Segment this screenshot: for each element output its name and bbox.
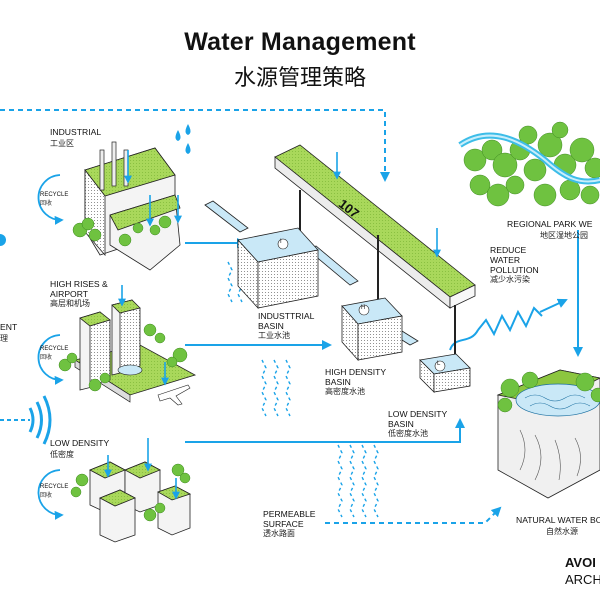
flow-lines bbox=[0, 109, 583, 524]
lowdensity-label-zh: 低密度 bbox=[50, 450, 74, 459]
permeable-to-natural-line bbox=[325, 506, 502, 524]
wifi-signal-icon bbox=[28, 395, 52, 445]
airplane-icon bbox=[157, 384, 191, 406]
industrial-basin-label-zh: 工业水池 bbox=[258, 331, 290, 340]
permeable-label-1: PERMEABLE bbox=[263, 509, 316, 519]
reduce-label-1: REDUCE bbox=[490, 245, 527, 255]
industrial-label: INDUSTRIAL bbox=[50, 127, 102, 137]
reduce-label-zh: 减少水污染 bbox=[490, 275, 530, 284]
natural-water-body bbox=[496, 369, 600, 499]
brand-line-2: ARCHI bbox=[565, 572, 600, 587]
highrise-label-1: HIGH RISES & bbox=[50, 279, 108, 289]
reduce-label-3: POLLUTION bbox=[490, 265, 539, 275]
natural-water-label: NATURAL WATER BO bbox=[516, 515, 600, 525]
left-cut-label-zh: 理 bbox=[0, 334, 8, 343]
industrial-basin bbox=[237, 227, 319, 310]
hd-basin-label-zh: 高密度水池 bbox=[325, 387, 365, 396]
tree-icon bbox=[58, 215, 191, 522]
regional-park-wetland bbox=[458, 121, 600, 207]
page-title-zh: 水源管理策略 bbox=[233, 66, 366, 91]
recycle-label-zh: 回收 bbox=[40, 354, 53, 361]
hd-basin-label-1: HIGH DENSITY bbox=[325, 367, 387, 377]
recycle-label: RECYCLE bbox=[40, 484, 69, 490]
natural-water-label-zh: 自然水源 bbox=[546, 527, 578, 536]
top-dashed-loop bbox=[0, 109, 390, 182]
basin-i-marker: I bbox=[280, 239, 282, 245]
ld-basin-label-2: BASIN bbox=[388, 419, 414, 429]
recycle-label: RECYCLE bbox=[40, 346, 69, 352]
left-edge-drop bbox=[0, 234, 6, 246]
industrial-block bbox=[84, 141, 182, 271]
brand-line-1: AVOI bbox=[565, 555, 596, 570]
basin-l-marker: L bbox=[437, 361, 441, 367]
recycle-label-zh: 回收 bbox=[40, 200, 53, 207]
hd-basin-label-2: BASIN bbox=[325, 377, 351, 387]
reduce-label-2: WATER bbox=[490, 255, 521, 265]
industrial-basin-label-1: INDUSTTRIAL bbox=[258, 311, 315, 321]
highrise-label-zh: 高层和机场 bbox=[50, 299, 90, 308]
ld-basin-label-1: LOW DENSITY bbox=[388, 409, 448, 419]
lowdensity-to-basin-line bbox=[185, 418, 465, 443]
regional-park-label-zh: 地区湿地公园 bbox=[540, 231, 588, 240]
recycle-label-zh: 回收 bbox=[40, 492, 53, 499]
industrial-label-zh: 工业区 bbox=[50, 139, 74, 148]
regional-park-label: REGIONAL PARK WE bbox=[507, 219, 593, 229]
pollution-arrow bbox=[539, 298, 568, 313]
left-cut-label: ENT bbox=[0, 322, 18, 332]
lowdensity-label: LOW DENSITY bbox=[50, 438, 110, 448]
pollution-zigzag bbox=[449, 306, 543, 351]
permeable-label-2: SURFACE bbox=[263, 519, 304, 529]
industrial-basin-label-2: BASIN bbox=[258, 321, 284, 331]
low-density-basin bbox=[419, 353, 471, 393]
basin-h-marker: H bbox=[361, 305, 366, 311]
high-density-basin bbox=[341, 297, 403, 362]
highrise-block bbox=[73, 285, 197, 403]
ld-basin-label-zh: 低密度水池 bbox=[388, 429, 428, 438]
recycle-label: RECYCLE bbox=[40, 192, 69, 198]
water-drops-icon bbox=[175, 124, 191, 154]
lowdensity-block bbox=[89, 438, 192, 543]
recycle-arrow-icon bbox=[37, 174, 64, 520]
permeable-label-zh: 透水路面 bbox=[263, 529, 295, 538]
highrise-label-2: AIRPORT bbox=[50, 289, 89, 299]
page-title: Water Management bbox=[184, 28, 416, 56]
infiltration-dashes bbox=[227, 261, 379, 518]
road-drain-arrows bbox=[333, 152, 441, 258]
